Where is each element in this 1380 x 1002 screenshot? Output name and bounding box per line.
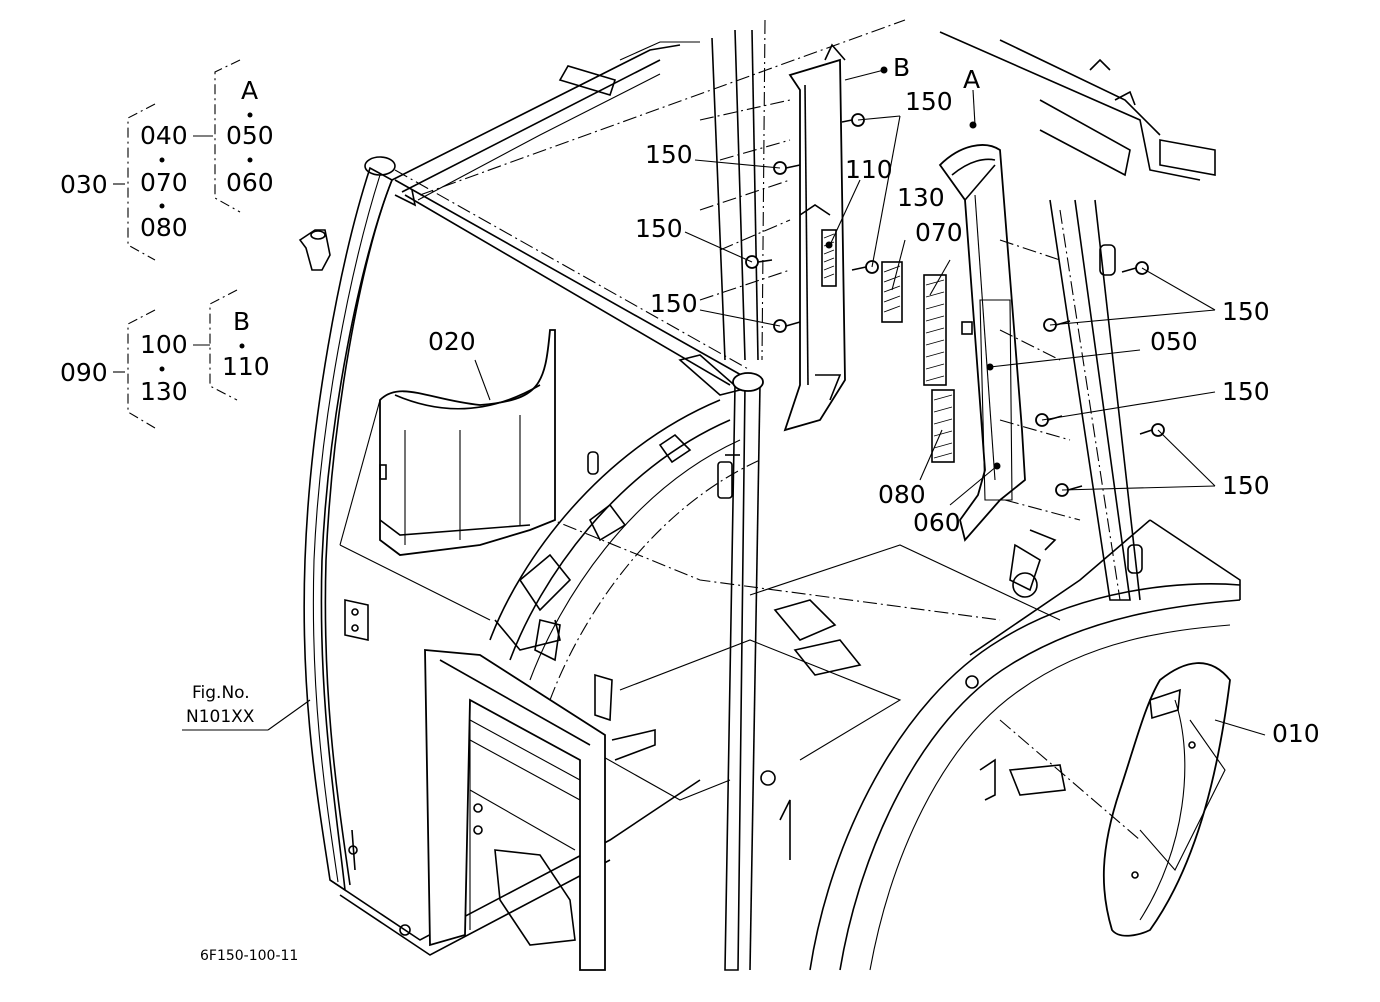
part-B-pillar-cover (699, 43, 846, 432)
tree-sub-header-B: B (233, 307, 250, 336)
tree-item-080: 080 (140, 213, 188, 242)
callout-b3: 150 (635, 214, 683, 243)
tree-sub-110: 110 (222, 352, 270, 381)
callout-b5: 150 (1222, 297, 1270, 326)
tree-root-030: 030 (60, 170, 108, 199)
callout-b6: 150 (1222, 377, 1270, 406)
callout-110: 110 (845, 155, 893, 184)
tree-sub-050: 050 (226, 121, 274, 150)
callout-060: 060 (913, 508, 961, 537)
ref-A: A (963, 65, 980, 94)
bolt-icon (1043, 318, 1071, 332)
fig-ref-line2: N101XX (186, 707, 255, 727)
tree-item-130: 130 (140, 377, 188, 406)
cab-frame (267, 19, 1241, 971)
callout-b1: 150 (645, 140, 693, 169)
callout-b7: 150 (1222, 471, 1270, 500)
callout-050: 050 (1150, 327, 1198, 356)
tree-sub-header-A: A (241, 76, 258, 105)
leader-lines (474, 66, 1266, 736)
fig-ref-line1: Fig.No. (192, 683, 250, 703)
bolt-icon (1139, 423, 1165, 437)
part-070-080-pads (923, 274, 955, 463)
tree-item-100: 100 (140, 330, 188, 359)
bolt-icon (745, 255, 773, 269)
tree-sub-060: 060 (226, 168, 274, 197)
callout-070: 070 (915, 218, 963, 247)
callout-010: 010 (1272, 719, 1320, 748)
drawing-id: 6F150-100-11 (200, 948, 298, 964)
bolt-icon (1121, 261, 1149, 275)
callout-130: 130 (897, 183, 945, 212)
fig-reference: Fig.No. N101XX (182, 683, 268, 731)
callouts: 150 150 150 150 150 150 150 110 130 070 … (428, 53, 1320, 748)
assembly-tree-2: 090 100 130 B 110 (60, 289, 270, 429)
bolt-icon (1035, 413, 1063, 427)
part-130-pad (881, 261, 903, 323)
part-020-cover (339, 329, 556, 621)
bolt-icon (851, 260, 879, 274)
tree-root-090: 090 (60, 358, 108, 387)
callout-080: 080 (878, 480, 926, 509)
part-A-pillar-cover (938, 144, 1081, 542)
ref-B: B (893, 53, 910, 82)
tree-item-070: 070 (140, 168, 188, 197)
callout-020: 020 (428, 327, 476, 356)
assembly-tree-1: 030 040 070 080 A 050 060 (60, 59, 274, 261)
tree-item-040: 040 (140, 121, 188, 150)
callout-b2: 150 (905, 87, 953, 116)
callout-b4: 150 (650, 289, 698, 318)
part-010-fender-cover (999, 662, 1231, 937)
